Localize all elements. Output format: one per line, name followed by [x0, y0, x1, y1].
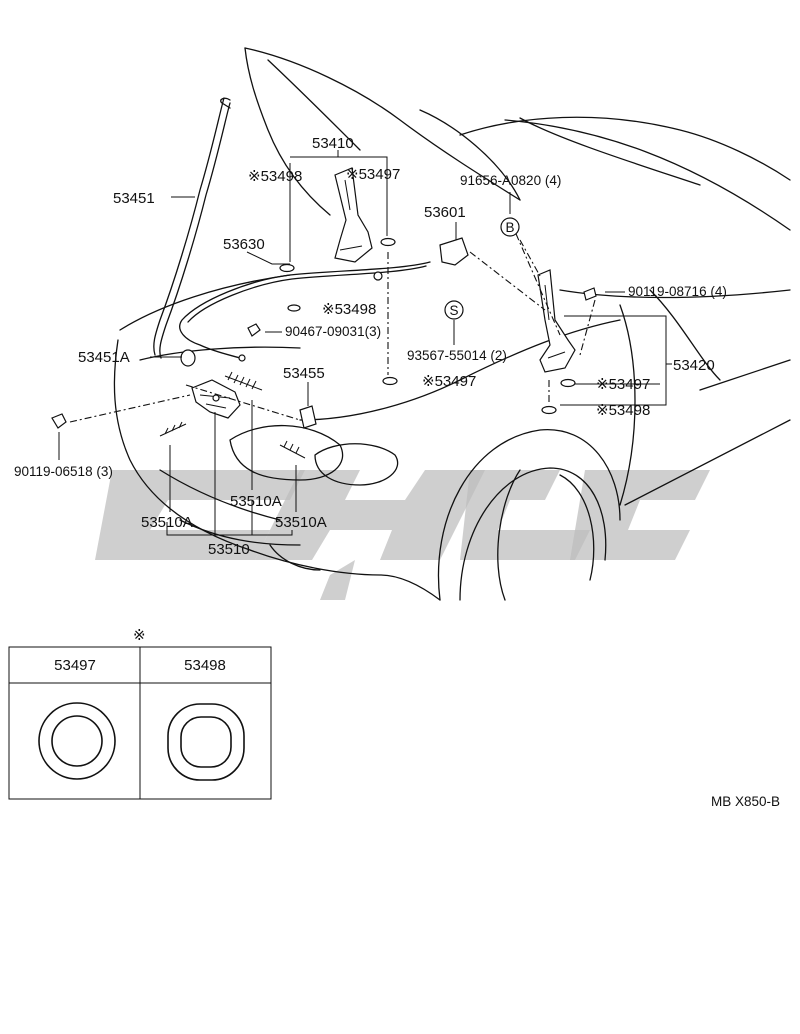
legend-col-53498: 53498	[184, 657, 226, 674]
label-53451a: 53451A	[78, 349, 130, 366]
legend-symbol: ※	[133, 627, 146, 644]
washers-and-bolts	[51, 237, 597, 429]
label-91656-a0820: 91656-A0820 (4)	[460, 173, 561, 188]
diagram-code: MB X850-B	[711, 794, 780, 809]
hood-hinge-53420	[537, 269, 576, 373]
label-53630: 53630	[223, 236, 265, 253]
leader-lines	[58, 150, 672, 536]
label-93567-55014: 93567-55014 (2)	[407, 348, 507, 363]
washer-legend-table: ※ 53497 53498	[8, 627, 272, 800]
label-53497-mid: ※53497	[422, 373, 476, 390]
label-53601: 53601	[424, 204, 466, 221]
release-cable-53630	[179, 261, 431, 362]
label-53510a-top: 53510A	[230, 493, 282, 510]
oval-washer-53498	[167, 703, 245, 781]
svg-text:B: B	[505, 220, 514, 235]
label-53497-top: ※53497	[346, 166, 400, 183]
catch-53601	[439, 237, 469, 266]
svg-text:S: S	[449, 303, 458, 318]
label-53420: 53420	[673, 357, 715, 374]
reference-lines	[69, 219, 596, 423]
grommet-53451a	[180, 349, 196, 367]
legend-col-53497: 53497	[54, 657, 96, 674]
round-washer-53497	[38, 702, 116, 780]
label-53498-right: ※53498	[596, 402, 650, 419]
label-53498-mid: ※53498	[322, 301, 376, 318]
label-90467-09031: 90467-09031(3)	[285, 324, 381, 339]
label-53451: 53451	[113, 190, 155, 207]
marker-s: S	[444, 300, 464, 320]
label-53497-right: ※53497	[596, 376, 650, 393]
label-53510: 53510	[208, 541, 250, 558]
hood-hinge-53410	[334, 167, 373, 263]
watermark-logo	[95, 470, 710, 600]
spring-53510a	[159, 371, 306, 459]
car-body-outline	[113, 47, 791, 601]
label-53498-top: ※53498	[248, 168, 302, 185]
marker-b: B	[500, 217, 520, 237]
label-53410: 53410	[312, 135, 354, 152]
label-90119-08716: 90119-08716 (4)	[628, 284, 727, 299]
hood-support-rod-53451	[153, 97, 231, 359]
label-53510a-left: 53510A	[141, 514, 193, 531]
label-53455: 53455	[283, 365, 325, 382]
hood-lock-53510	[191, 379, 241, 419]
label-90119-06518: 90119-06518 (3)	[14, 464, 113, 479]
striker-53455	[299, 405, 317, 429]
label-53510a-right: 53510A	[275, 514, 327, 531]
